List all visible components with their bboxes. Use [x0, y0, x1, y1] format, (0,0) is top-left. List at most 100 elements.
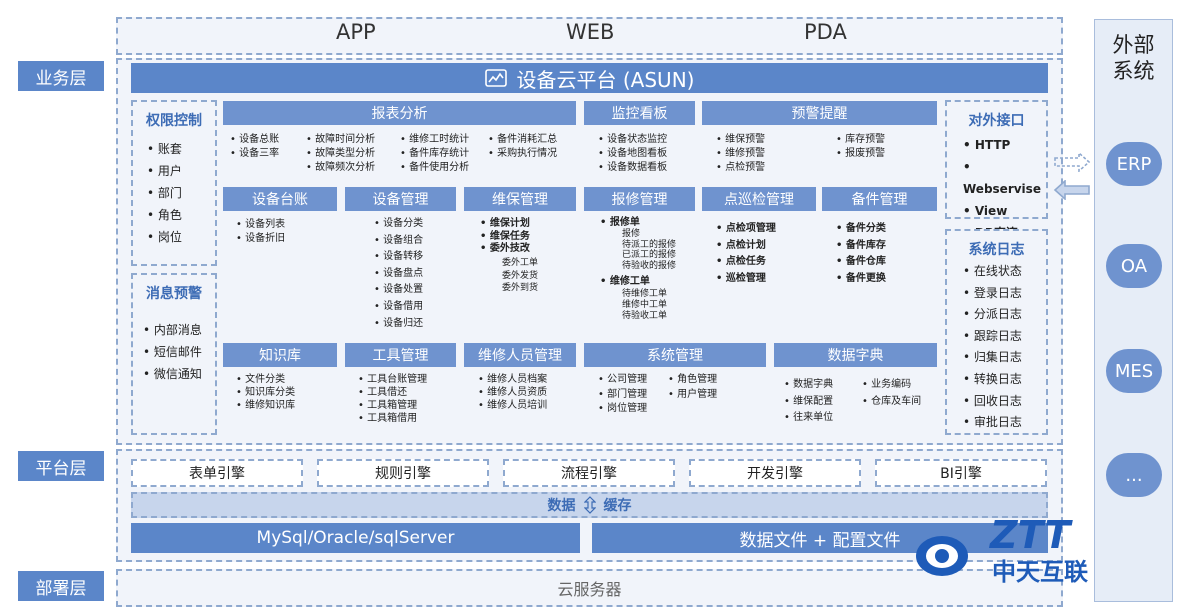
list-item: Webservise	[963, 156, 1046, 200]
list-item: 备件更换	[836, 271, 886, 288]
list-item: 归集日志	[963, 347, 1046, 369]
list-item: 已派工的报修	[622, 250, 677, 260]
platform-banner: 设备云平台 (ASUN)	[131, 63, 1048, 93]
cloud-server-box: 云服务器	[116, 569, 1063, 607]
list-item: 业务编码	[862, 377, 921, 394]
updown-arrow-icon	[583, 496, 596, 514]
list-item: 巡检管理	[716, 271, 776, 288]
list-item: 审批日志	[963, 412, 1046, 434]
list-item: 用户	[147, 160, 215, 182]
interface-title: 对外接口	[968, 113, 1025, 129]
erp-system: ERP	[1106, 142, 1162, 186]
list-item: 设备归还	[374, 316, 423, 333]
list-item: 往来单位	[784, 410, 833, 427]
clients-box	[116, 17, 1063, 55]
list-item: 短信邮件	[143, 341, 215, 363]
maintain-head: 维保管理	[464, 187, 576, 211]
engine-rule: 规则引擎	[317, 459, 489, 487]
list-item: 公司管理	[598, 373, 647, 388]
list-item: 点检任务	[716, 254, 776, 271]
list-item: 维修工单	[600, 275, 650, 289]
list-item: 角色管理	[668, 373, 717, 388]
logo-text: 中天互联	[992, 558, 1088, 586]
client-web: WEB	[566, 20, 615, 44]
list-item: 部门管理	[598, 388, 647, 403]
list-item: 备件库存统计	[400, 147, 469, 161]
list-item: 岗位管理	[598, 402, 647, 417]
list-item: 分派日志	[963, 304, 1046, 326]
list-item: 故障频次分析	[306, 161, 375, 175]
syslog-title: 系统日志	[968, 242, 1025, 258]
list-item: 待验收的报修	[622, 260, 677, 271]
list-item: 设备盘点	[374, 266, 423, 283]
database-bar: MySql/Oracle/sqlServer	[131, 523, 580, 553]
monitor-head: 监控看板	[584, 101, 695, 125]
list-item: 设备列表	[236, 218, 285, 232]
list-item: 微信通知	[143, 363, 215, 385]
list-item: 用户管理	[668, 388, 717, 403]
data-cache-bar: 数据 缓存	[131, 492, 1048, 518]
list-item: 账套	[147, 138, 215, 160]
list-item: 故障时间分析	[306, 133, 375, 147]
sysmgmt-head: 系统管理	[584, 343, 766, 367]
list-item: 数据字典	[784, 377, 833, 394]
list-item: 在线状态	[963, 261, 1046, 283]
list-item: 委外到货	[502, 283, 539, 293]
list-item: HTTP	[963, 134, 1046, 156]
repair-head: 报修管理	[584, 187, 695, 211]
list-item: 维修知识库	[236, 399, 295, 412]
alert-head: 预警提醒	[702, 101, 937, 125]
list-item: 工具箱管理	[358, 399, 427, 412]
more-system: ...	[1106, 453, 1162, 497]
list-item: 点检预警	[716, 161, 765, 175]
devmgmt-head: 设备管理	[345, 187, 456, 211]
list-item: 报修	[622, 229, 641, 239]
engine-form: 表单引擎	[131, 459, 303, 487]
list-item: 设备三率	[230, 147, 279, 161]
list-item: 维修人员培训	[478, 399, 547, 412]
report-head: 报表分析	[223, 101, 576, 125]
dict-head: 数据字典	[774, 343, 937, 367]
ledger-head: 设备台账	[223, 187, 337, 211]
incoming-arrow-icon	[1053, 180, 1091, 200]
engine-dev: 开发引擎	[689, 459, 861, 487]
list-item: 维保计划	[480, 218, 530, 231]
deploy-layer-label: 部署层	[18, 571, 104, 601]
list-item: 转换日志	[963, 369, 1046, 391]
list-item: 待派工的报修	[622, 239, 677, 250]
mes-system: MES	[1106, 349, 1162, 393]
list-item: 设备分类	[374, 216, 423, 233]
permission-title: 权限控制	[146, 113, 202, 129]
list-item: 委外发货	[502, 270, 539, 281]
list-item: 备件分类	[836, 221, 886, 238]
list-item: 工具台账管理	[358, 373, 427, 386]
list-item: 维修人员资质	[478, 386, 547, 399]
list-item: 库存预警	[836, 133, 885, 147]
list-item: 待验收工单	[622, 311, 668, 321]
oa-system: OA	[1106, 244, 1162, 288]
list-item: 维修中工单	[622, 300, 668, 310]
inspect-head: 点巡检管理	[702, 187, 816, 211]
list-item: 备件仓库	[836, 254, 886, 271]
list-item: 工具箱借用	[358, 412, 427, 425]
platform-layer-label: 平台层	[18, 451, 104, 481]
knowledge-head: 知识库	[223, 343, 337, 367]
list-item: View	[963, 200, 1046, 222]
list-item: 设备转移	[374, 249, 423, 266]
external-systems-panel	[1094, 19, 1173, 602]
cache-label: 缓存	[603, 498, 632, 514]
message-title: 消息预警	[146, 286, 202, 302]
list-item: 工具借还	[358, 386, 427, 399]
list-item: 内部消息	[143, 319, 215, 341]
message-box: 消息预警 内部消息 短信邮件 微信通知	[131, 273, 217, 435]
company-logo: ZTT 中天互联	[912, 514, 1140, 586]
engine-bi: BI引擎	[875, 459, 1047, 487]
list-item: 维保配置	[784, 394, 833, 411]
list-item: 设备数据看板	[598, 161, 667, 175]
list-item: 回收日志	[963, 391, 1046, 413]
list-item: 跟踪日志	[963, 326, 1046, 348]
list-item: 点检计划	[716, 238, 776, 255]
list-item: 文件分类	[236, 373, 295, 386]
list-item: 委外技改	[480, 243, 530, 256]
client-app: APP	[336, 20, 376, 44]
